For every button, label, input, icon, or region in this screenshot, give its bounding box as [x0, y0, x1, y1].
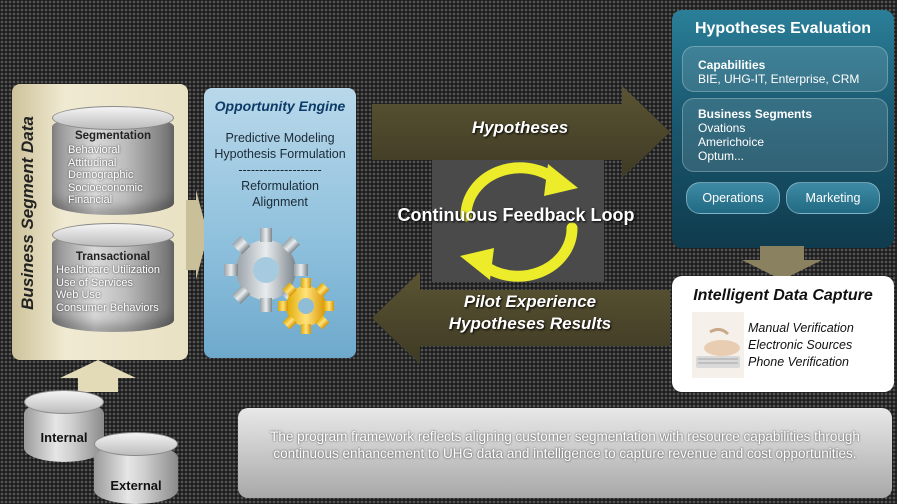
transactional-list: Healthcare Utilization Use of Services W… — [56, 264, 176, 314]
opportunity-engine-lines: Predictive Modeling Hypothesis Formulati… — [204, 130, 356, 210]
segmentation-list: Behavioral Attitudinal Demographic Socio… — [68, 144, 178, 207]
evaluation-down-arrow — [742, 246, 822, 280]
typing-hands-icon — [692, 312, 744, 378]
summary-text: The program framework reflects aligning … — [270, 429, 860, 461]
segmentation-cylinder-top — [52, 106, 174, 130]
feedback-loop-label: Continuous Feedback Loop — [397, 205, 635, 225]
segmentation-item: Attitudinal — [68, 156, 117, 169]
capabilities-box — [682, 46, 888, 92]
hypotheses-label: Hypotheses — [471, 118, 569, 137]
gears-icon — [224, 228, 334, 334]
transactional-cylinder-top — [52, 223, 174, 247]
transactional-item: Use of Services — [56, 276, 134, 289]
capabilities-text: BIE, UHG-IT, Enterprise, CRM — [698, 72, 860, 86]
capabilities-title: Capabilities — [698, 58, 766, 72]
business-segment-title: Business Segment Data — [18, 116, 37, 310]
data-to-engine-arrow — [186, 190, 208, 280]
segmentation-cylinder — [52, 115, 174, 215]
db-up-arrow — [60, 360, 136, 392]
opportunity-engine-title: Opportunity Engine — [214, 98, 346, 114]
internal-label: Internal — [40, 430, 88, 445]
business-segments-title: Business Segments — [698, 107, 813, 121]
transactional-item: Healthcare Utilization — [56, 264, 160, 276]
external-label: External — [110, 478, 162, 493]
business-segments-box — [682, 98, 888, 172]
external-database-top — [94, 432, 178, 456]
pilot-label-line2: Hypotheses Results — [448, 314, 612, 333]
internal-database-top — [24, 390, 104, 414]
segmentation-item: Financial — [68, 194, 113, 206]
engine-line: Alignment — [252, 195, 308, 209]
segmentation-item: Demographic — [68, 169, 134, 181]
summary-box — [238, 408, 892, 498]
opportunity-engine-panel — [204, 88, 356, 358]
engine-line: Hypothesis Formulation — [214, 147, 346, 161]
engine-line: Predictive Modeling — [225, 131, 335, 145]
pilot-arrow — [372, 272, 670, 364]
business-segments-list: Ovations Americhoice Optum... — [698, 121, 764, 163]
segmentation-title: Segmentation — [74, 130, 152, 142]
segmentation-item: Behavioral — [68, 144, 120, 156]
hypotheses-arrow — [372, 86, 670, 178]
hypotheses-evaluation-title: Hypotheses Evaluation — [694, 20, 872, 37]
engine-line: -------------------- — [238, 163, 322, 177]
transactional-title: Transactional — [75, 251, 151, 263]
data-capture-list: Manual Verification Electronic Sources P… — [748, 320, 854, 371]
business-segment-item: Americhoice — [698, 135, 765, 149]
engine-line: Reformulation — [241, 179, 319, 193]
data-capture-item: Electronic Sources — [748, 338, 853, 352]
data-capture-item: Phone Verification — [748, 355, 849, 369]
transactional-cylinder — [52, 232, 174, 332]
business-segment-item: Optum... — [698, 149, 745, 163]
marketing-pill: Marketing — [786, 182, 880, 214]
transactional-item: Consumer Behaviors — [56, 301, 159, 314]
transactional-item: Web Use — [56, 289, 102, 301]
pilot-label-line1: Pilot Experience — [463, 292, 597, 311]
segmentation-item: Socioeconomic — [68, 181, 143, 194]
feedback-loop-icon — [460, 162, 578, 282]
business-segment-item: Ovations — [698, 121, 746, 135]
intelligent-data-capture-title: Intelligent Data Capture — [693, 287, 873, 304]
data-capture-item: Manual Verification — [748, 321, 854, 335]
operations-pill: Operations — [686, 182, 780, 214]
